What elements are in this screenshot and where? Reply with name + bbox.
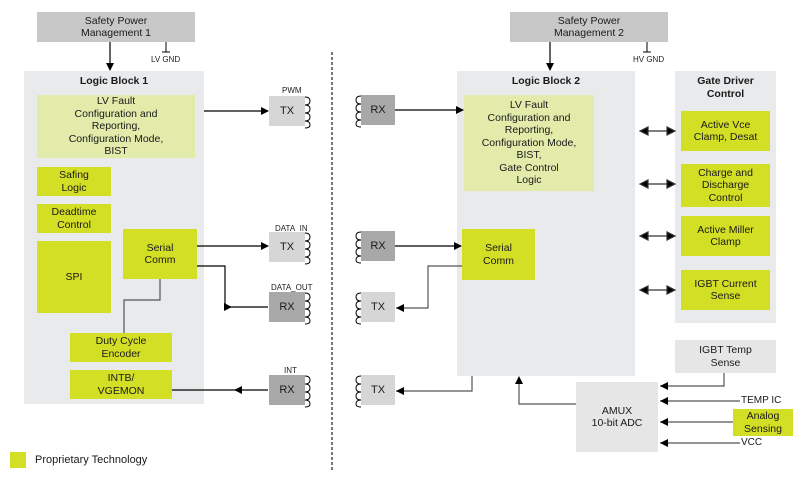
tx-data-out-arrowhead (396, 304, 404, 312)
rx-data-out: RX (269, 292, 305, 322)
lv-fault-block-1: LV Fault Configuration and Reporting, Co… (37, 95, 195, 158)
deadtime-control-block: Deadtime Control (37, 204, 111, 233)
hv-gnd-label: HV GND (633, 55, 665, 64)
legend-swatch (10, 452, 26, 468)
pwm-label: PWM (282, 86, 302, 95)
logic-block-1-title: Logic Block 1 (79, 75, 149, 87)
bidirectional-arrows (638, 126, 677, 295)
serial-comm-block-1: Serial Comm (123, 229, 197, 279)
safing-logic-block: Safing Logic (37, 167, 111, 196)
igbt-temp-connector (660, 373, 725, 387)
data-out-arrowhead (224, 303, 232, 311)
igbt-temp-sense-block: IGBT Temp Sense (675, 340, 776, 373)
data-out-label: DATA_OUT (271, 283, 313, 292)
tx-int-connector (396, 376, 473, 392)
igbt-current-sense-block: IGBT Current Sense (681, 270, 770, 310)
tx-data-out-connector (396, 265, 462, 309)
active-vce-clamp-block: Active Vce Clamp, Desat (681, 111, 770, 151)
rx-data-in-receive: RX (361, 231, 395, 261)
gate-driver-control-title: Gate Driver Control (697, 75, 754, 100)
int-arrowhead (234, 386, 242, 394)
tx-pwm: TX (269, 96, 305, 126)
duty-cycle-encoder-block: Duty Cycle Encoder (70, 333, 172, 362)
rx-pwm-receive: RX (361, 95, 395, 125)
logic-block-2-title: Logic Block 2 (511, 75, 581, 87)
active-miller-clamp-block: Active Miller Clamp (681, 216, 770, 256)
data-in-label: DATA_IN (275, 224, 308, 233)
amux-adc-block: AMUX 10-bit ADC (576, 382, 658, 452)
tx-int-send: TX (361, 375, 395, 405)
coils-left (304, 96, 311, 408)
amux-to-logic-connector (518, 378, 576, 405)
int-label: INT (284, 366, 297, 375)
data-out-arrow (197, 265, 268, 308)
lv-gnd-symbol (162, 42, 170, 53)
safety-power-management-1: Safety Power Management 1 (37, 12, 195, 42)
legend-label: Proprietary Technology (35, 454, 148, 466)
temp-ic-label: TEMP IC (741, 395, 782, 406)
safety-power-management-2: Safety Power Management 2 (510, 12, 668, 42)
serial-comm-block-2: Serial Comm (462, 229, 535, 280)
lv-gnd-label: LV GND (151, 55, 181, 64)
lv-fault-block-2: LV Fault Configuration and Reporting, Co… (464, 95, 594, 191)
rx-int: RX (269, 375, 305, 405)
intb-vgemon-block: INTB/ VGEMON (70, 370, 172, 399)
vcc-label: VCC (741, 437, 763, 448)
spi-block: SPI (37, 241, 111, 313)
tx-data-out-send: TX (361, 292, 395, 322)
tx-int-arrowhead (396, 387, 404, 395)
analog-sensing-block: Analog Sensing (733, 409, 793, 436)
hv-gnd-symbol (643, 42, 651, 53)
charge-discharge-block: Charge and Discharge Control (681, 164, 770, 207)
tx-data-in: TX (269, 232, 305, 262)
amux-arrowhead (515, 376, 523, 384)
